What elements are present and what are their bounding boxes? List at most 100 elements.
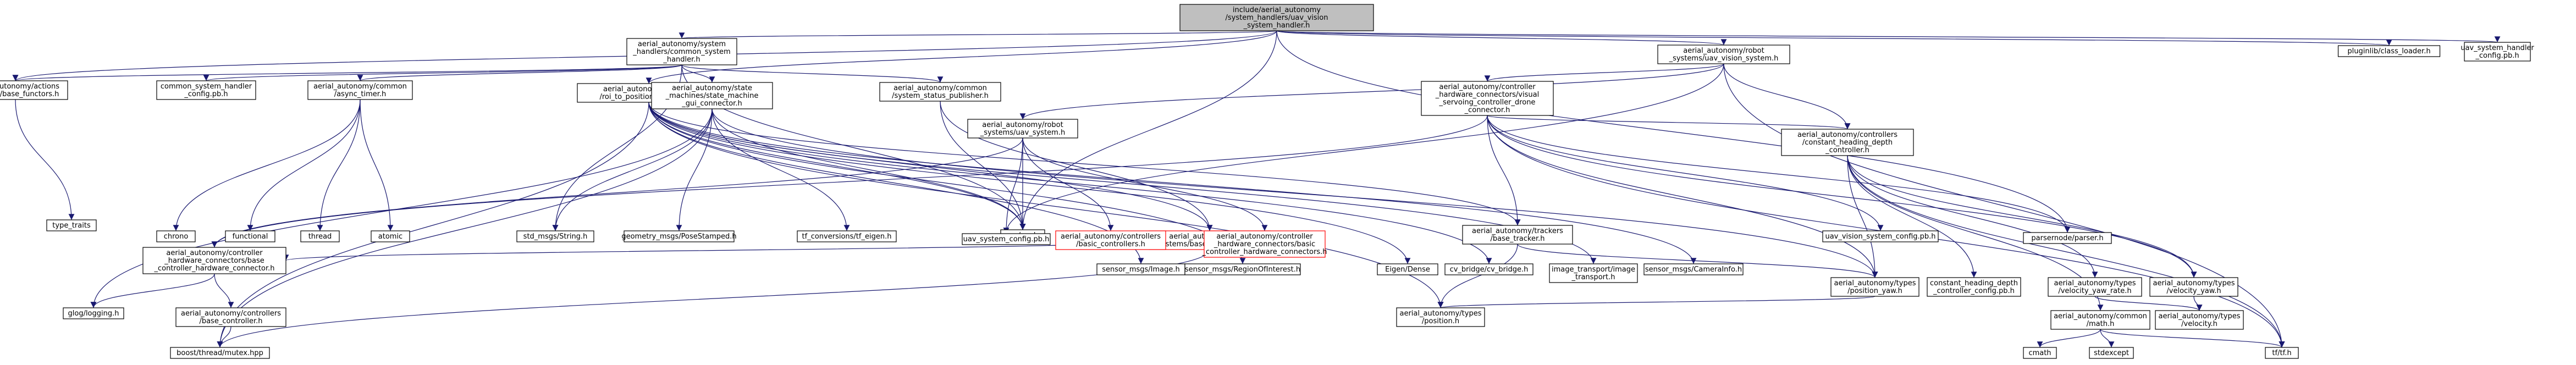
node-label-line: _controller_config.pb.h: [1933, 287, 2015, 295]
node-box: [1549, 263, 1638, 283]
node-label-line: _hardware_connectors/basic: [1213, 240, 1315, 248]
node-label-line: include/aerial_autonomy: [1233, 6, 1321, 14]
edge-uav-vision-sys-to-uav-sys-cfg: [1003, 63, 1724, 234]
edge-visual-servo-to-pos-yaw: [1487, 115, 1878, 278]
node-label-line: /velocity_yaw_rate.h: [2058, 287, 2131, 295]
node-box: [1781, 129, 1914, 156]
graph-node-cv-bridge[interactable]: cv_bridge/cv_bridge.h: [1444, 263, 1534, 275]
edge-root-to-parsernode: [1276, 30, 2071, 233]
node-label-line: _hardware_connectors/visual: [1435, 91, 1539, 99]
graph-node-uav-sh-cfg[interactable]: uav_system_handler_config.pb.h: [2461, 42, 2534, 62]
graph-node-functional[interactable]: functional: [225, 230, 275, 242]
node-box: [1377, 263, 1438, 275]
graph-node-common-sh-cfg[interactable]: common_system_handler_config.pb.h: [156, 80, 256, 100]
graph-node-uav-sys-cfg[interactable]: uav_system_config.pb.h: [962, 233, 1051, 245]
edge-visual-servo-to-const-heading: [1487, 115, 1850, 130]
node-label-line: aerial_autonomy/state: [672, 84, 752, 92]
graph-node-status-pub[interactable]: aerial_autonomy/common/system_status_pub…: [879, 82, 1001, 102]
graph-node-uav-vision-sys[interactable]: aerial_autonomy/robot_systems/uav_vision…: [1657, 45, 1790, 64]
node-label-line: /base_tracker.h: [1490, 235, 1545, 243]
node-label-line: sensor_msgs/RegionOfInterest.h: [1185, 266, 1300, 274]
graph-node-base-tracker[interactable]: aerial_autonomy/trackers/base_tracker.h: [1462, 225, 1573, 245]
node-box: [1822, 230, 1939, 242]
graph-node-cmath[interactable]: cmath: [2023, 347, 2057, 359]
graph-node-type-traits[interactable]: type_traits: [46, 219, 97, 231]
graph-node-const-heading-cfg[interactable]: constant_heading_depth_controller_config…: [1927, 277, 2021, 297]
node-label-line: type_traits: [52, 222, 91, 230]
node-box: [2023, 232, 2112, 244]
graph-node-pluginlib[interactable]: pluginlib/class_loader.h: [2337, 45, 2441, 57]
graph-node-position[interactable]: aerial_autonomy/types/position.h: [1396, 307, 1485, 327]
node-box: [156, 230, 196, 242]
edge-roi-to-pos-to-cv-bridge: [648, 102, 1492, 264]
graph-node-tf-tf[interactable]: tf/tf.h: [2265, 347, 2299, 359]
node-label-line: aerial_autonomy/controller: [1439, 83, 1536, 91]
node-label-line: /velocity_yaw.h: [2166, 287, 2221, 295]
graph-node-vel-yaw-rate[interactable]: aerial_autonomy/types/velocity_yaw_rate.…: [2048, 277, 2142, 297]
graph-node-thread[interactable]: thread: [300, 230, 340, 242]
graph-node-visual-servo[interactable]: aerial_autonomy/controller_hardware_conn…: [1421, 81, 1554, 116]
edge-uav-vision-sys-to-uav-system: [1019, 63, 1724, 120]
graph-node-base-ctrl-hw[interactable]: aerial_autonomy/controller_hardware_conn…: [142, 247, 286, 274]
graph-node-uav-system[interactable]: aerial_autonomy/robot_systems/uav_system…: [967, 119, 1078, 139]
node-box: [142, 247, 286, 274]
node-label-line: _system_handler.h: [1243, 21, 1310, 30]
node-label-line: Eigen/Dense: [1385, 266, 1430, 274]
graph-node-async-timer[interactable]: aerial_autonomy/common/async_timer.h: [307, 80, 413, 100]
node-label-line: geometry_msgs/PoseStamped.h: [621, 233, 736, 241]
node-label-line: _controller_hardware_connectors.h: [1201, 248, 1327, 256]
graph-node-eigen-dense[interactable]: Eigen/Dense: [1377, 263, 1438, 275]
edge-uav-vision-sys-to-visual-servo: [1484, 63, 1724, 82]
graph-node-sensor-caminfo[interactable]: sensor_msgs/CameraInfo.h: [1643, 263, 1744, 275]
node-label-line: aerial_autonomy/controller: [1216, 233, 1313, 241]
edge-visual-servo-to-base-tracker: [1487, 115, 1521, 226]
graph-node-geometry-msgs[interactable]: geometry_msgs/PoseStamped.h: [621, 230, 737, 242]
node-label-line: aerial_autonomy/controllers: [1797, 131, 1897, 139]
graph-node-velocity[interactable]: aerial_autonomy/types/velocity.h: [2155, 310, 2244, 330]
edge-base-controller-to-boost-mutex: [217, 326, 231, 348]
node-box: [1396, 307, 1485, 327]
edge-root-to-pluginlib: [1276, 30, 2391, 46]
node-label-line: pluginlib/class_loader.h: [2347, 47, 2430, 56]
graph-node-glog[interactable]: glog/logging.h: [63, 307, 124, 319]
edge-async-timer-to-thread: [317, 99, 361, 231]
node-label-line: sensor_msgs/Image.h: [1102, 266, 1180, 274]
graph-node-root[interactable]: include/aerial_autonomy/system_handlers/…: [1179, 4, 1374, 31]
graph-node-pos-yaw[interactable]: aerial_autonomy/types/position_yaw.h: [1830, 277, 1919, 297]
edge-async-timer-to-functional: [247, 99, 361, 231]
node-label-line: tf/tf.h: [2272, 349, 2291, 357]
node-label-line: aerial_autonomy/robot: [982, 121, 1063, 129]
graph-node-stdexcept[interactable]: stdexcept: [2089, 347, 2134, 359]
node-box: [1830, 277, 1919, 297]
graph-node-uav-vision-cfg[interactable]: uav_vision_system_config.pb.h: [1822, 230, 1939, 242]
graph-node-image-transport[interactable]: image_transport/image_transport.h: [1549, 263, 1638, 283]
graph-node-sensor-image[interactable]: sensor_msgs/Image.h: [1096, 263, 1185, 275]
graph-node-const-heading[interactable]: aerial_autonomy/controllers/constant_hea…: [1781, 129, 1914, 156]
node-label-line: /system_status_publisher.h: [892, 92, 989, 100]
edge-async-timer-to-chrono: [173, 99, 361, 231]
node-label-line: aerial_autonomy/trackers: [1472, 227, 1563, 235]
edge-base-ctrl-hw-to-glog: [90, 273, 215, 308]
edge-pos-yaw-to-position: [1438, 296, 1876, 308]
graph-node-common-sh[interactable]: aerial_autonomy/system_handlers/common_s…: [626, 38, 737, 65]
edge-root-to-ros-h: [1019, 30, 1277, 230]
edge-const-heading-to-tf-tf: [1847, 155, 2285, 348]
node-box: [2265, 347, 2299, 359]
graph-node-parsernode[interactable]: parsernode/parser.h: [2023, 232, 2112, 244]
graph-node-std-msgs-string[interactable]: std_msgs/String.h: [516, 230, 594, 242]
graph-node-common-math[interactable]: aerial_autonomy/common/math.h: [2050, 310, 2150, 330]
edge-common-sh-to-actions-guards: [13, 64, 682, 81]
graph-node-boost-mutex[interactable]: boost/thread/mutex.hpp: [170, 347, 270, 359]
graph-node-state-machine-gui[interactable]: aerial_autonomy/state_machines/state_mac…: [651, 82, 773, 109]
graph-node-base-controller[interactable]: aerial_autonomy/controllers/base_control…: [175, 307, 286, 327]
graph-node-sensor-roi[interactable]: sensor_msgs/RegionOfInterest.h: [1184, 263, 1301, 275]
graph-node-actions-guards[interactable]: aerial_autonomy/actions_guards/base_func…: [0, 80, 68, 100]
node-label-line: /async_timer.h: [334, 90, 387, 98]
graph-node-tf-eigen[interactable]: tf_conversions/tf_eigen.h: [797, 230, 897, 242]
node-label-line: _servoing_controller_drone: [1439, 98, 1536, 107]
node-label-line: cmath: [2028, 349, 2051, 357]
graph-node-vel-yaw[interactable]: aerial_autonomy/types/velocity_yaw.h: [2149, 277, 2238, 297]
node-box: [2050, 310, 2150, 330]
graph-node-chrono[interactable]: chrono: [156, 230, 196, 242]
graph-node-atomic[interactable]: atomic: [371, 230, 410, 242]
